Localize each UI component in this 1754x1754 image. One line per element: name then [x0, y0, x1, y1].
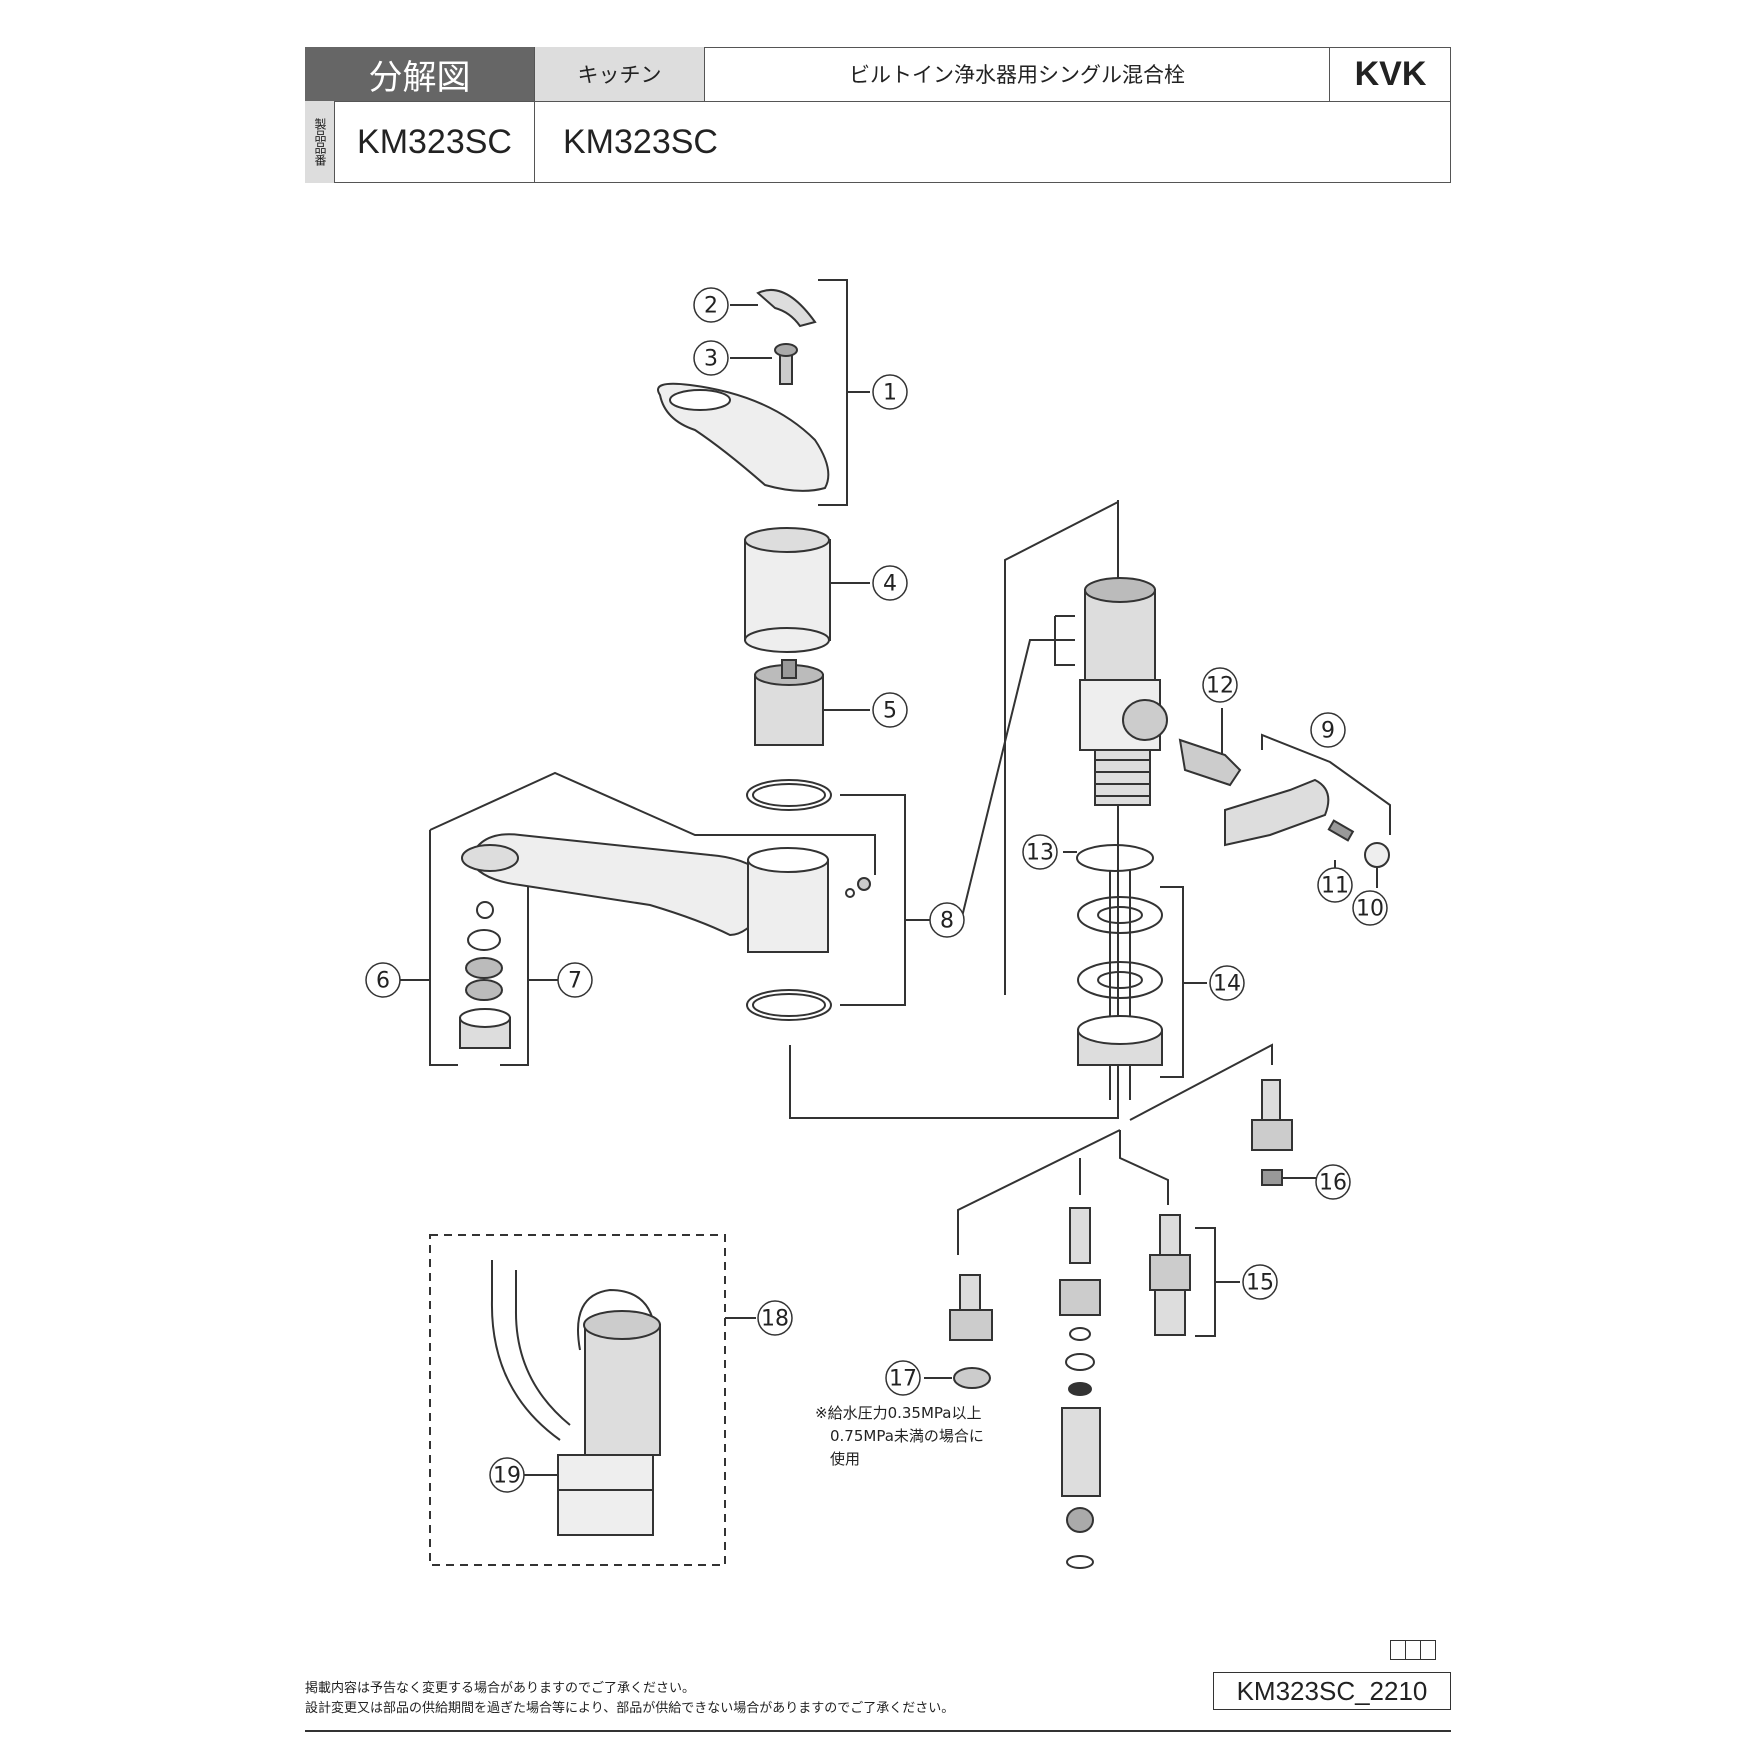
- callout-circle-9: [1310, 712, 1346, 748]
- callout-circle-8: [929, 902, 965, 938]
- part-number-2: 2: [704, 294, 718, 319]
- code-label-cell: 製品品番: [305, 101, 335, 183]
- page-icon: [1390, 1640, 1436, 1660]
- part-number-14: 14: [1213, 972, 1241, 997]
- callout-circle-16: [1315, 1164, 1351, 1200]
- callout-circle-6: [365, 962, 401, 998]
- callout-circle-14: [1209, 965, 1245, 1001]
- callout-circle-17: [885, 1360, 921, 1396]
- part-number-4: 4: [883, 572, 897, 597]
- part-number-19: 19: [493, 1464, 521, 1489]
- callout-circle-2: [693, 287, 729, 323]
- callout-circle-15: [1242, 1264, 1278, 1300]
- disclaimer-1: 掲載内容は予告なく変更する場合がありますのでご了承ください。: [305, 1681, 696, 1696]
- callout-circle-13: [1022, 834, 1058, 870]
- callout-circle-19: [489, 1457, 525, 1493]
- doc-type-cell: 分解図: [305, 47, 535, 101]
- category-cell: キッチン: [535, 47, 705, 101]
- brand-cell: KVK: [1330, 47, 1451, 101]
- part-number-1: 1: [883, 381, 897, 406]
- doc-code: KM323SC_2210: [1236, 1675, 1428, 1706]
- callout-circle-18: [757, 1300, 793, 1336]
- product-code-2: KM323SC: [563, 122, 718, 161]
- product-code: KM323SC: [357, 122, 512, 161]
- callout-circle-7: [557, 962, 593, 998]
- callout-circle-11: [1317, 867, 1353, 903]
- callout-circle-5: [872, 692, 908, 728]
- header-divider: [305, 101, 1451, 102]
- product-name-cell: ビルトイン浄水器用シングル混合栓: [705, 47, 1330, 101]
- part-number-17: 17: [889, 1367, 917, 1392]
- part-number-18: 18: [761, 1307, 789, 1332]
- code-label: 製品品番: [313, 118, 327, 166]
- part-number-15: 15: [1246, 1271, 1274, 1296]
- callout-circle-1: [872, 374, 908, 410]
- note-line-2: 0.75MPa未満の場合に: [830, 1427, 984, 1445]
- callout-circle-3: [693, 340, 729, 376]
- callout-circle-4: [872, 565, 908, 601]
- part-number-13: 13: [1026, 841, 1054, 866]
- product-code-2-cell: KM323SC: [535, 101, 785, 183]
- bottom-rule: [305, 1730, 1451, 1732]
- doc-type: 分解図: [368, 57, 471, 98]
- part-number-11: 11: [1321, 874, 1349, 899]
- part-number-6: 6: [376, 969, 390, 994]
- category: キッチン: [577, 63, 662, 87]
- part-number-3: 3: [704, 347, 718, 372]
- callout-circle-10: [1352, 890, 1388, 926]
- doc-code-box: KM323SC_2210: [1213, 1672, 1451, 1710]
- part-number-12: 12: [1206, 674, 1234, 699]
- product-code-cell: KM323SC: [335, 101, 535, 183]
- callout-circle-12: [1202, 667, 1238, 703]
- part-number-9: 9: [1321, 719, 1335, 744]
- part-number-7: 7: [568, 969, 582, 994]
- part-number-16: 16: [1319, 1171, 1347, 1196]
- note-line-1: ※給水圧力0.35MPa以上: [815, 1404, 981, 1422]
- product-name: ビルトイン浄水器用シングル混合栓: [849, 63, 1185, 87]
- part-number-8: 8: [940, 909, 954, 934]
- note-line-3: 使用: [830, 1450, 860, 1468]
- part-number-5: 5: [883, 699, 897, 724]
- brand-logo: KVK: [1354, 54, 1427, 93]
- part-number-10: 10: [1356, 897, 1384, 922]
- disclaimer-2: 設計変更又は部品の供給期間を過ぎた場合等により、部品が供給できない場合があります…: [305, 1701, 955, 1716]
